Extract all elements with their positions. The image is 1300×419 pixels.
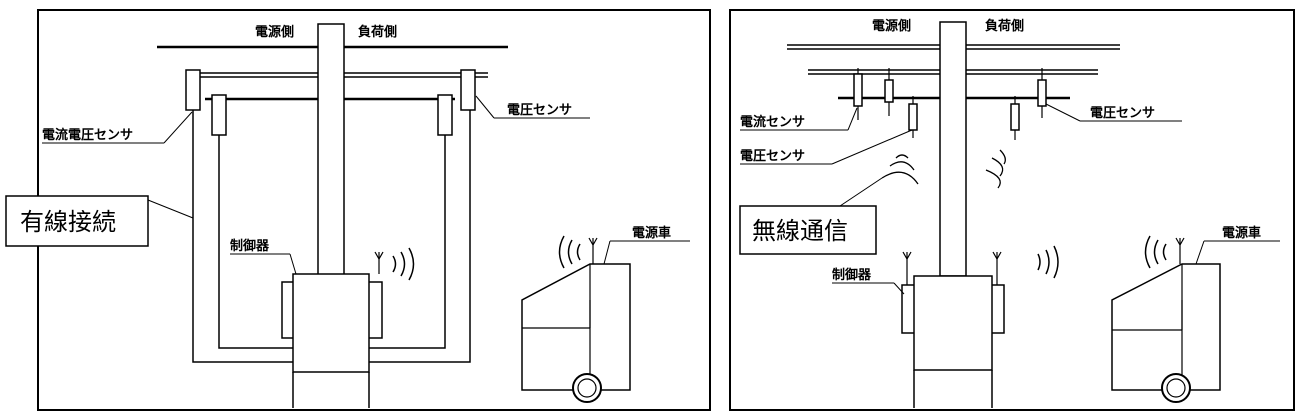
leader-wireless-communication — [839, 177, 883, 207]
label-voltage-sensor: 電圧センサ — [507, 103, 572, 118]
antenna-icon — [992, 251, 1002, 285]
radio-wave-icon — [1037, 245, 1059, 279]
label-power-vehicle: 電源車 — [632, 225, 671, 241]
panel-wireless: 電源側 負荷側 電流センサ 電圧センサ 電圧センサ 無線通信 制御器 — [729, 9, 1295, 411]
label-controller: 制御器 — [230, 238, 270, 254]
clamp-sensor-5 — [1037, 68, 1047, 118]
utility-pole — [939, 21, 967, 277]
callout-box-wireless — [739, 205, 877, 255]
label-power-vehicle: 電源車 — [1222, 225, 1261, 241]
radio-wave-icon — [985, 149, 1006, 189]
panel-frame — [729, 9, 1295, 411]
controller-body — [913, 275, 993, 371]
label-source-side: 電源側 — [872, 18, 911, 34]
power-vehicle — [521, 263, 631, 403]
leader-current-sensor — [847, 107, 858, 131]
antenna-icon — [902, 251, 912, 285]
clamp-sensor-4 — [1010, 96, 1020, 140]
leader-controller — [289, 253, 297, 275]
utility-pole — [317, 23, 345, 277]
callout-wireless-communication: 無線通信 — [752, 217, 848, 245]
callout-box-wired — [5, 195, 149, 247]
controller-body — [292, 273, 370, 373]
vehicle-radio-wave-icon — [1144, 235, 1167, 269]
leader-voltage-sensor — [475, 95, 495, 119]
leader-wired-connection — [147, 199, 194, 219]
leader-power-vehicle — [1195, 240, 1205, 265]
clamp-sensor-1 — [853, 68, 863, 120]
vehicle-antenna-icon — [588, 237, 598, 264]
callout-wired-connection: 有線接続 — [20, 208, 116, 236]
leader-voltage-sensor-right — [1045, 103, 1081, 122]
clamp-sensor-2 — [884, 68, 894, 116]
radio-wave-icon — [392, 247, 415, 281]
radio-wave-icon — [881, 154, 919, 185]
antenna-icon — [374, 251, 384, 274]
sensor-box-outer-left — [185, 69, 201, 111]
label-controller: 制御器 — [832, 267, 872, 283]
vehicle-antenna-icon — [1175, 237, 1185, 264]
leader-voltage-sensor-left — [831, 129, 913, 165]
label-load-side: 負荷側 — [358, 24, 397, 40]
label-source-side: 電源側 — [255, 24, 294, 40]
clamp-sensor-3 — [908, 96, 918, 138]
power-vehicle — [1111, 263, 1221, 403]
label-current-sensor: 電流センサ — [740, 114, 805, 130]
leader-current-voltage-sensor — [163, 111, 193, 144]
leader-power-vehicle — [603, 240, 611, 265]
label-load-side: 負荷側 — [985, 18, 1024, 34]
vehicle-radio-wave-icon — [558, 235, 581, 269]
sensor-box-inner-right — [437, 94, 453, 136]
sensor-box-inner-left — [211, 94, 227, 136]
label-voltage-sensor-left: 電圧センサ — [740, 149, 805, 164]
leader-controller — [893, 282, 905, 295]
label-current-voltage-sensor: 電流電圧センサ — [42, 127, 133, 143]
label-voltage-sensor-right: 電圧センサ — [1090, 106, 1155, 121]
sensor-box-outer-right — [460, 69, 476, 111]
panel-wired: 電源側 負荷側 電流電圧センサ 電圧センサ 有線接続 制御器 — [5, 9, 711, 411]
